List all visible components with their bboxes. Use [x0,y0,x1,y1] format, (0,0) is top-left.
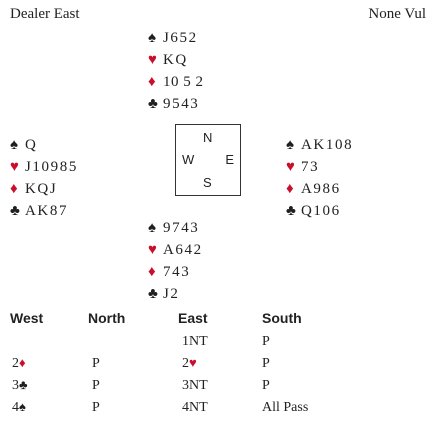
east-spades: ♠ AK108 [286,134,353,156]
vulnerability-label: None Vul [368,6,426,22]
compass-north: N [203,130,213,145]
west-clubs-cards: AK87 [25,202,69,219]
diamond-icon: ♦ [19,355,26,370]
bid-header-north: North [88,310,126,326]
north-spades: ♠ J652 [148,27,204,49]
east-clubs: ♣ Q106 [286,200,353,222]
club-icon: ♣ [10,202,20,219]
south-clubs-cards: J2 [163,285,180,302]
diamond-icon: ♦ [10,180,18,197]
bid-row2-west-level: 2 [12,356,19,371]
west-diamonds-cards: KQJ [25,180,58,197]
east-hearts-cards: 73 [301,158,320,175]
compass-west: W [182,152,195,167]
compass-east: E [225,152,234,167]
east-spades-cards: AK108 [301,136,354,153]
bid-row3-west-level: 3 [12,378,19,393]
bid-header-west: West [10,310,44,326]
bid-row4-east: 4NT [182,400,208,415]
north-hearts-cards: KQ [163,51,188,68]
bid-row3-north: P [92,378,100,393]
bid-row2-west: 2♦ [12,356,31,372]
bid-row1-east: 1NT [182,334,208,349]
west-spades: ♠ Q [10,134,78,156]
west-diamonds: ♦ KQJ [10,178,78,200]
compass-box: N W E S [175,124,241,196]
north-spades-cards: J652 [163,29,198,46]
compass-south: S [203,175,212,190]
heart-icon: ♥ [189,355,197,370]
south-spades-cards: 9743 [163,219,200,236]
heart-icon: ♥ [148,241,157,258]
heart-icon: ♥ [10,158,19,175]
west-hearts-cards: J10985 [25,158,78,175]
north-diamonds: ♦ 10 5 2 [148,71,204,93]
west-hearts: ♥ J10985 [10,156,78,178]
north-hearts: ♥ KQ [148,49,204,71]
spade-icon: ♠ [148,29,156,46]
bid-row4-south: All Pass [262,400,309,415]
south-hand: ♠ 9743 ♥ A642 ♦ 743 ♣ J2 [148,217,203,305]
bid-row2-south: P [262,356,270,371]
bid-row3-west: 3♣ [12,378,31,394]
east-hand: ♠ AK108 ♥ 73 ♦ A986 ♣ Q106 [286,134,353,222]
club-icon: ♣ [148,285,158,302]
club-icon: ♣ [286,202,296,219]
south-hearts: ♥ A642 [148,239,203,261]
bid-row2-north: P [92,356,100,371]
diamond-icon: ♦ [148,73,156,90]
bid-row2-east: 2♥ [182,356,201,372]
south-clubs: ♣ J2 [148,283,203,305]
spade-icon: ♠ [286,136,294,153]
east-diamonds-cards: A986 [301,180,341,197]
diamond-icon: ♦ [286,180,294,197]
bid-row1-south: P [262,334,270,349]
east-clubs-cards: Q106 [301,202,341,219]
west-clubs: ♣ AK87 [10,200,78,222]
bid-header-south: South [262,310,302,326]
north-clubs: ♣ 9543 [148,93,204,115]
spade-icon: ♠ [10,136,18,153]
east-diamonds: ♦ A986 [286,178,353,200]
bid-header-east: East [178,310,208,326]
south-hearts-cards: A642 [163,241,203,258]
diamond-icon: ♦ [148,263,156,280]
bid-row2-east-level: 2 [182,356,189,371]
club-icon: ♣ [19,377,28,392]
south-diamonds-cards: 743 [163,263,191,280]
north-diamonds-cards: 10 5 2 [163,73,204,90]
club-icon: ♣ [148,95,158,112]
bid-row3-east: 3NT [182,378,208,393]
heart-icon: ♥ [148,51,157,68]
south-spades: ♠ 9743 [148,217,203,239]
east-hearts: ♥ 73 [286,156,353,178]
west-hand: ♠ Q ♥ J10985 ♦ KQJ ♣ AK87 [10,134,78,222]
spade-icon: ♠ [148,219,156,236]
bid-row4-north: P [92,400,100,415]
north-hand: ♠ J652 ♥ KQ ♦ 10 5 2 ♣ 9543 [148,27,204,115]
spade-icon: ♠ [19,399,26,414]
bid-row4-west-level: 4 [12,400,19,415]
heart-icon: ♥ [286,158,295,175]
west-spades-cards: Q [25,136,38,153]
bid-row4-west: 4♠ [12,400,31,416]
bid-row3-south: P [262,378,270,393]
dealer-label: Dealer East [10,6,80,22]
north-clubs-cards: 9543 [163,95,200,112]
south-diamonds: ♦ 743 [148,261,203,283]
